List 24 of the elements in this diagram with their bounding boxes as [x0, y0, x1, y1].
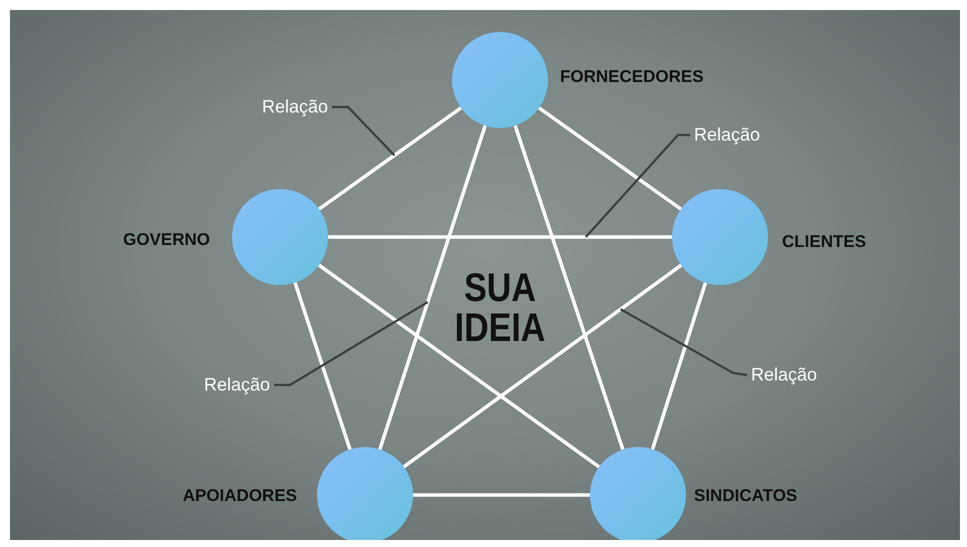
connector-line	[413, 493, 590, 497]
leader-line	[584, 134, 690, 238]
connector-line	[328, 235, 672, 239]
leader-line	[274, 301, 428, 386]
stakeholder-label: APOIADORES	[182, 486, 297, 506]
relation-label: Relação	[204, 374, 270, 396]
connector-line	[318, 264, 600, 468]
connector-line	[650, 282, 708, 450]
relation-label: Relação	[694, 124, 760, 146]
stakeholder-label: GOVERNO	[123, 230, 210, 250]
stakeholder-label: FORNECEDORES	[560, 67, 704, 87]
stakeholder-label: SINDICATOS	[694, 486, 798, 506]
connector-line	[378, 125, 487, 450]
leader-line	[620, 308, 748, 376]
connector-line	[318, 106, 462, 211]
connector-line	[538, 106, 682, 211]
leader-line	[332, 106, 396, 156]
relation-label: Relação	[262, 96, 328, 118]
relation-label: Relação	[751, 364, 818, 386]
connector-line	[513, 125, 625, 450]
center-title: SUA IDEIA	[454, 268, 546, 348]
stakeholder-label: CLIENTES	[782, 232, 866, 252]
connector-line	[402, 264, 682, 468]
connector-line	[293, 282, 352, 450]
